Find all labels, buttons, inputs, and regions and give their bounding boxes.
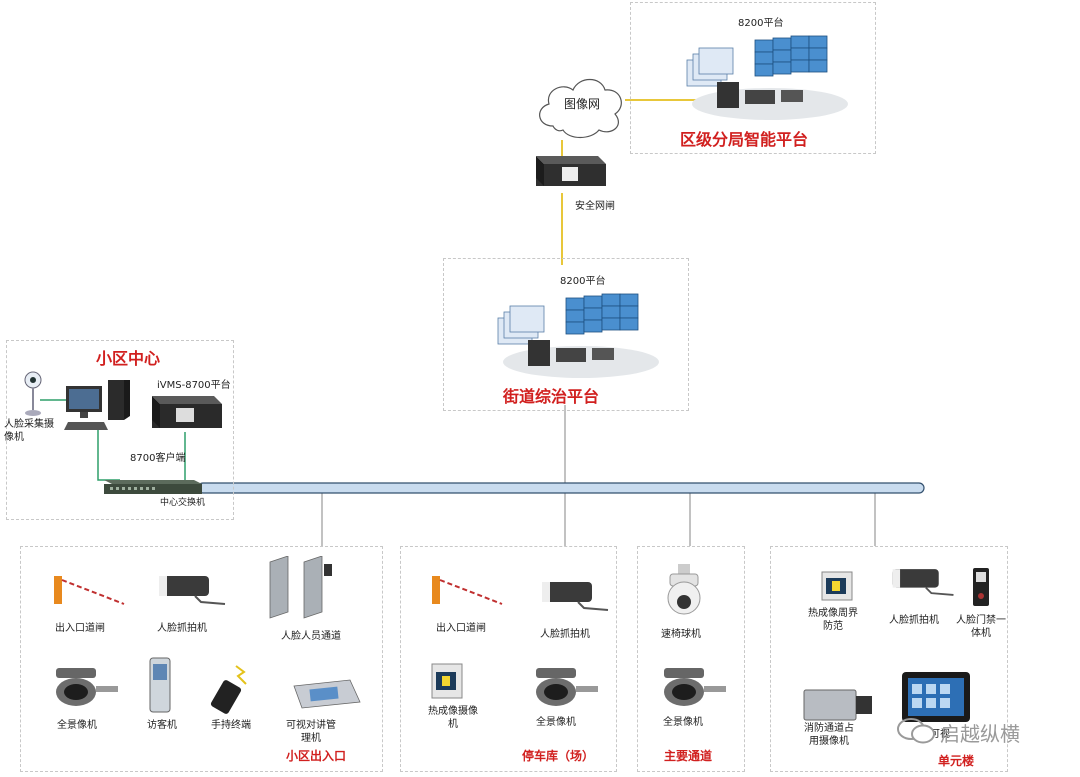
cloud-icon — [539, 78, 622, 139]
building-item-2: 人脸门禁一 体机 — [956, 615, 1006, 639]
parking-box — [400, 546, 617, 772]
building-item-3: 消防通道占 用摄像机 — [804, 723, 854, 747]
building-item-0: 热成像周界 防范 — [808, 608, 858, 632]
thermal-camera-icon — [431, 663, 463, 699]
entrance-title: 小区出入口 — [286, 749, 347, 763]
intercom-manager-icon — [293, 679, 361, 709]
parking-item-2: 热成像摄像 机 — [428, 706, 478, 730]
parking-item-3: 全景像机 — [536, 717, 576, 728]
entrance-item-6: 可视对讲管 理机 — [286, 720, 336, 744]
district-platform-title: 区级分局智能平台 — [680, 130, 809, 149]
building-item-4: 可视 — [930, 729, 950, 740]
building-item-1: 人脸抓拍机 — [889, 615, 939, 626]
road-panoramic-icon — [664, 668, 726, 706]
entrance-item-2: 人脸人员通道 — [281, 631, 341, 642]
visitor-kiosk-icon — [149, 657, 171, 713]
building-box — [770, 546, 1008, 772]
face-capture-camera-icon — [24, 371, 42, 416]
cloud-label: 图像网 — [564, 97, 601, 111]
fire-lane-camera-icon — [803, 689, 872, 721]
entrance-item-4: 访客机 — [147, 720, 177, 731]
street-video-wall-icon — [497, 293, 659, 378]
district-platform-box — [630, 2, 876, 154]
road-box — [637, 546, 745, 772]
entrance-item-5: 手持终端 — [211, 720, 251, 731]
perimeter-thermal-icon — [821, 571, 853, 601]
parking-title: 停车库（场） — [522, 749, 595, 763]
core-switch-label: 中心交换机 — [160, 498, 206, 508]
road-item-0: 速椅球机 — [661, 629, 701, 640]
street-platform-title: 街道综治平台 — [503, 387, 600, 406]
face-capture-camera-label: 人脸采集摄 像机 — [4, 419, 54, 443]
speed-dome-icon — [667, 564, 701, 615]
building-title: 单元楼 — [938, 754, 975, 768]
parking-item-0: 出入口道闸 — [436, 623, 486, 634]
access-control-icon — [973, 568, 989, 606]
center-box — [6, 340, 234, 520]
road-item-1: 全景像机 — [663, 717, 703, 728]
gateway-label: 安全网闸 — [575, 201, 615, 212]
client-label: 8700客户端 — [130, 453, 186, 464]
platform-server-label: iVMS-8700平台 — [157, 380, 231, 391]
street-platform-header: 8200平台 — [560, 276, 606, 287]
client-pc-icon — [64, 380, 130, 430]
turnstile-icon — [269, 556, 332, 619]
face-capture-icon — [159, 576, 226, 605]
watermark: 启越纵横 — [940, 722, 1020, 746]
parking-face-capture-icon — [542, 582, 609, 611]
core-switch-icon — [104, 480, 202, 494]
handheld-terminal-icon — [210, 665, 247, 714]
gateway-icon — [536, 156, 606, 186]
panoramic-camera-icon — [56, 668, 118, 706]
road-title: 主要通道 — [664, 749, 713, 763]
street-platform-box — [443, 258, 689, 411]
barrier-gate-icon — [54, 576, 125, 605]
wechat-icon — [897, 718, 935, 744]
district-platform-header: 8200平台 — [738, 18, 784, 29]
center-title: 小区中心 — [96, 349, 161, 368]
entrance-box — [20, 546, 383, 772]
platform-server-icon — [152, 396, 222, 428]
parking-item-1: 人脸抓拍机 — [540, 629, 590, 640]
building-face-capture-icon — [892, 569, 954, 596]
network-backbone — [197, 482, 925, 494]
parking-barrier-icon — [432, 576, 503, 605]
video-intercom-icon — [902, 672, 970, 722]
video-wall-icon — [686, 35, 848, 120]
parking-panoramic-icon — [536, 668, 598, 706]
entrance-item-3: 全景像机 — [57, 720, 97, 731]
entrance-item-0: 出入口道闸 — [55, 623, 105, 634]
entrance-item-1: 人脸抓拍机 — [157, 623, 207, 634]
